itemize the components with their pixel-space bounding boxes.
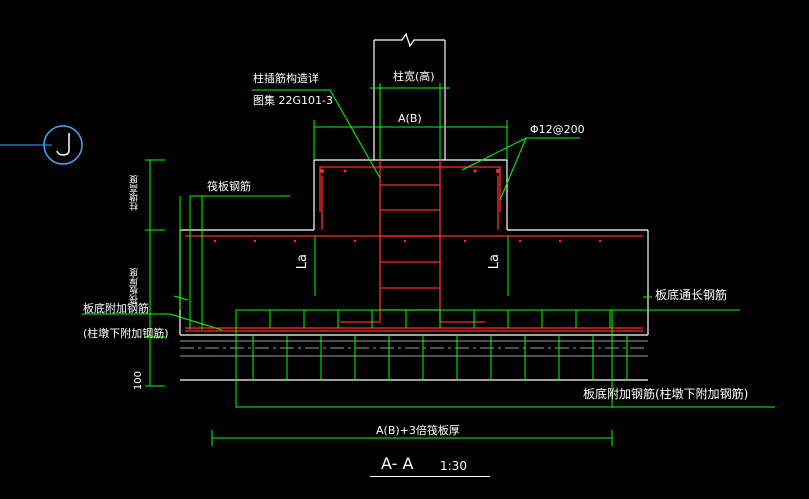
axis-bubble-icon (0, 125, 83, 165)
bottom-rebar-ticks (235, 310, 628, 380)
rebar-dots (213, 169, 602, 243)
under-cap-extra-rebar-label: (柱墩下附加钢筋) (83, 327, 169, 340)
la-left-label: La (295, 254, 310, 270)
bottom-extra-rebar-long-label: 板底附加钢筋(柱墩下附加钢筋) (583, 387, 749, 401)
column-width-label: 柱宽(高) (393, 70, 435, 83)
bottom-through-rebar-label: 板底通长钢筋 (655, 288, 728, 302)
column-outline (373, 32, 446, 160)
stirrup-spec-label: Φ12@200 (530, 123, 585, 136)
pier-raft-outline (179, 159, 649, 381)
cap-height-label: 柱墩高度 (130, 175, 140, 211)
section-name-label: A- A (381, 454, 414, 473)
la-markers (314, 236, 509, 296)
dim-ab-label: A(B) (398, 112, 422, 125)
raft-rebar (185, 160, 643, 332)
bottom-extra-rebar-label: 板底附加钢筋 (83, 302, 149, 315)
atlas-ref-label: 图集 22G101-3 (253, 94, 333, 107)
leader-lines (82, 89, 652, 331)
section-underline (370, 476, 490, 477)
dimension-lines (145, 83, 613, 446)
section-scale-label: 1:30 (440, 459, 467, 473)
la-right-label: La (487, 254, 502, 270)
dim-100-label: 100 (133, 371, 144, 391)
extra-rebar-lines (235, 309, 775, 408)
raft-rebar-label: 筏板钢筋 (207, 180, 251, 193)
column-rebar-detail-label: 柱插筋构造详 (253, 72, 319, 85)
raft-thickness-label: 筏板厚度 (130, 268, 140, 304)
cushion-layer (180, 340, 648, 357)
dim-ab-plus-label: A(B)+3倍筏板厚 (376, 424, 460, 437)
